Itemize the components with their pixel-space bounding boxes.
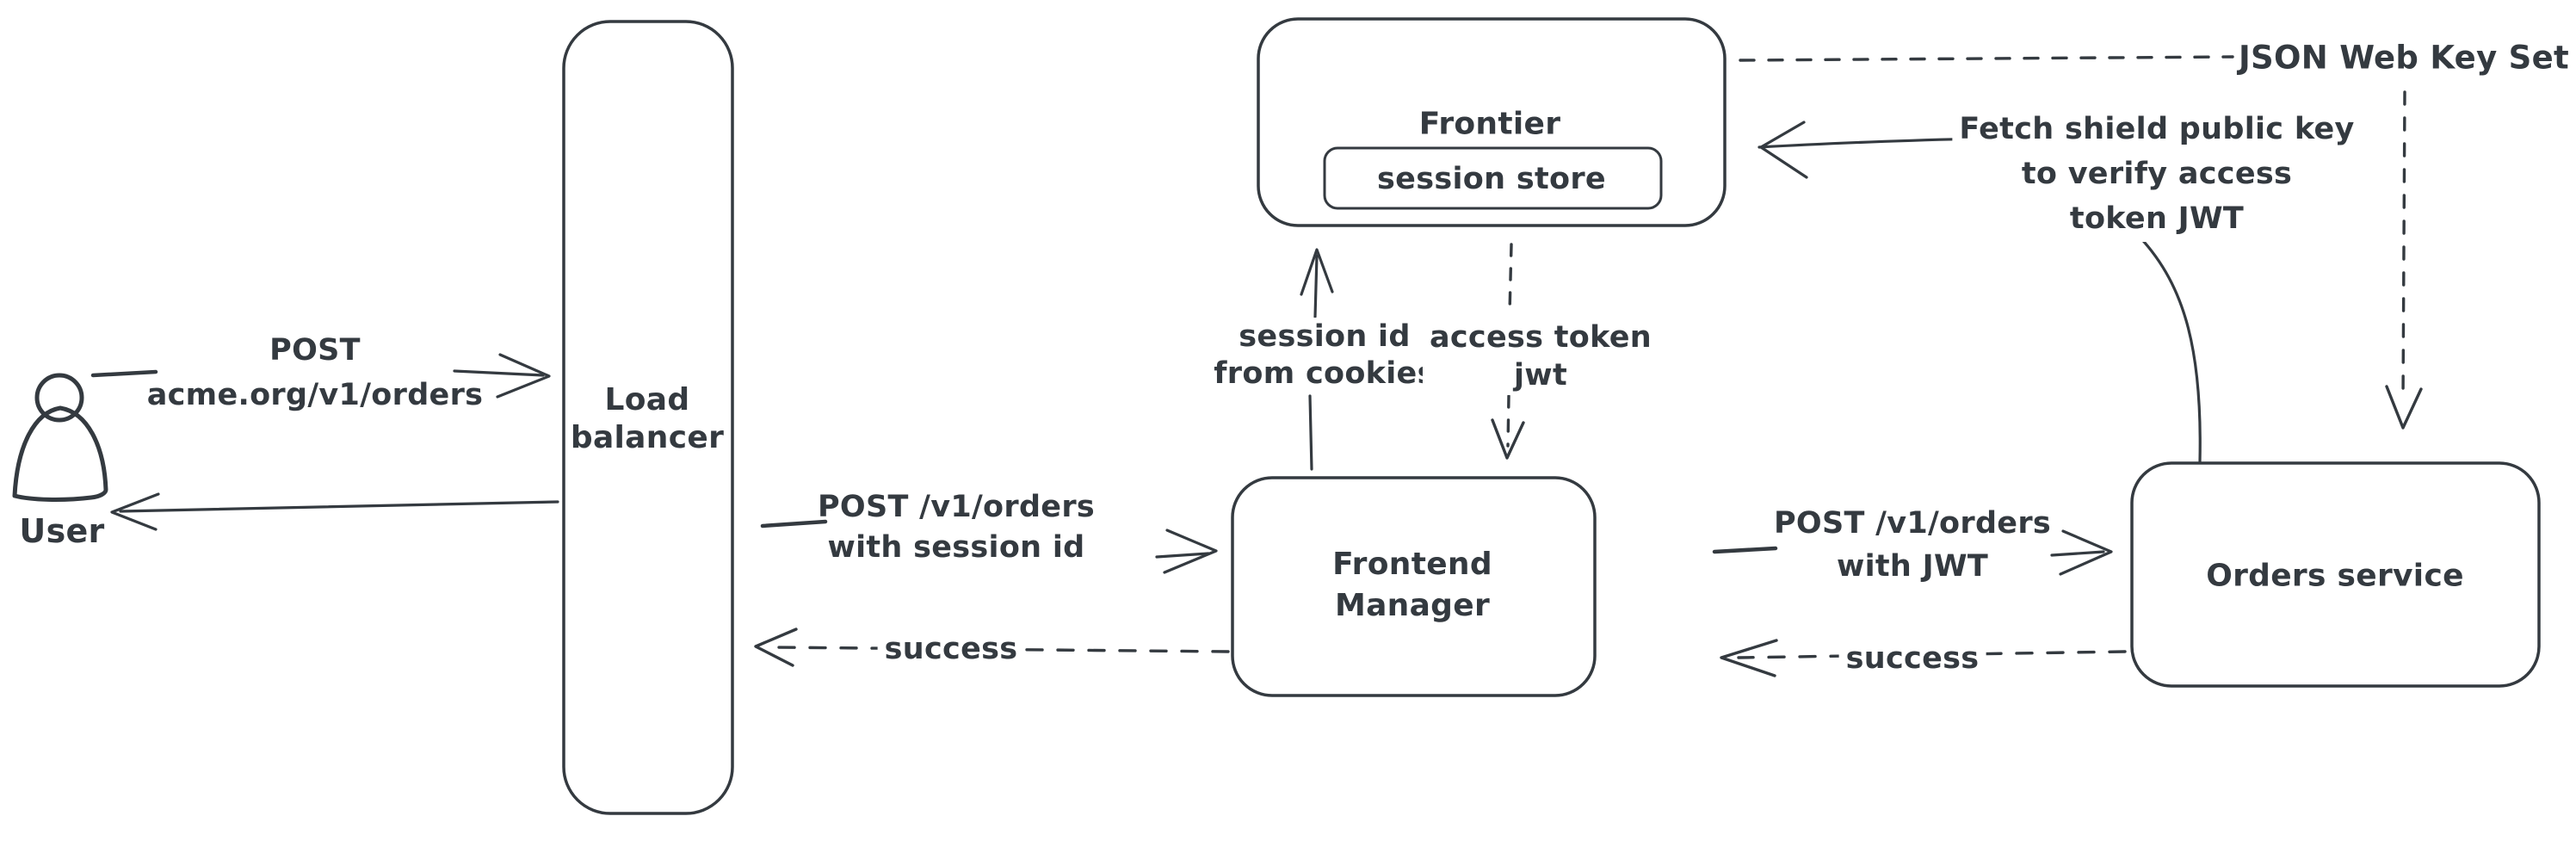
orders-service-label[interactable]: Orders service (2206, 558, 2464, 594)
arrow-fm-to-frontier[interactable] (1300, 248, 1334, 471)
load-balancer-box[interactable] (562, 20, 734, 815)
load-balancer-label[interactable]: Load balancer (570, 382, 725, 455)
edge-label-session-cookies[interactable]: session id from cookies (1207, 318, 1442, 393)
edge-label-success-orders[interactable]: success (1838, 640, 1986, 677)
user-label[interactable]: User (19, 512, 105, 550)
arrow-frontier-to-jwks[interactable] (1739, 55, 2234, 62)
arrow-lb-to-fm[interactable] (760, 519, 1218, 574)
jwks-label[interactable]: JSON Web Key Set (2238, 39, 2570, 77)
frontier-box[interactable] (1257, 17, 1727, 227)
orders-service-box[interactable] (2130, 461, 2541, 688)
arrow-lb-to-user[interactable] (110, 492, 559, 531)
edge-label-post-session-id[interactable]: POST /v1/orders with session id (817, 490, 1096, 565)
edge-label-post-jwt[interactable]: POST /v1/orders with JWT (1773, 506, 2052, 584)
session-store-box[interactable] (1323, 146, 1663, 210)
edge-label-access-token[interactable]: access token jwt (1422, 318, 1659, 395)
edge-label-fetch-key[interactable]: Fetch shield public key to verify access… (1952, 106, 2362, 242)
session-store-label[interactable]: session store (1377, 162, 1606, 196)
arrow-jwks-to-orders[interactable] (2385, 90, 2423, 430)
arrow-frontier-to-fm[interactable] (1491, 243, 1525, 460)
frontier-label[interactable]: Frontier (1418, 106, 1561, 142)
frontend-manager-label[interactable]: Frontend Manager (1332, 547, 1492, 623)
edge-label-success-lb[interactable]: success (877, 631, 1025, 667)
user-icon[interactable] (12, 373, 108, 502)
arrow-fm-to-orders[interactable] (1712, 529, 2113, 576)
frontend-manager-box[interactable] (1231, 476, 1597, 697)
arrow-user-to-lb[interactable] (90, 353, 551, 399)
edge-label-post-acme[interactable]: POST acme.org/v1/orders (146, 333, 484, 412)
